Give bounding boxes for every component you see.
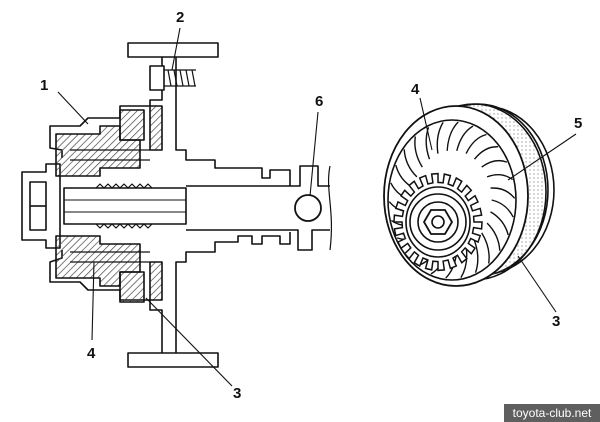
helical-tooth — [481, 159, 508, 168]
helical-tooth — [456, 125, 474, 151]
helical-tooth — [486, 222, 501, 251]
leader-2 — [171, 27, 181, 71]
callout-3-right: 3 — [552, 313, 561, 330]
leader-4-left — [91, 261, 95, 341]
helical-tooth — [414, 136, 423, 168]
helical-tooth — [491, 199, 514, 218]
check-ball — [294, 194, 322, 222]
helical-tooth — [473, 240, 479, 273]
housing-lower — [49, 232, 291, 353]
center-shaft — [63, 187, 187, 225]
callout-5: 5 — [574, 115, 583, 132]
leader-6 — [309, 111, 319, 197]
callout-2: 2 — [176, 9, 185, 26]
upper-flange — [127, 42, 219, 58]
shaft-thread-upper — [95, 183, 153, 189]
shaft-extension — [186, 165, 330, 251]
helical-tooth — [403, 149, 418, 178]
housing-upper — [49, 57, 291, 186]
helical-tooth — [436, 122, 444, 154]
lower-flange — [127, 352, 219, 368]
helical-tooth — [490, 211, 509, 236]
callout-4-right: 4 — [411, 81, 420, 98]
helical-tooth — [490, 187, 516, 199]
helical-tooth — [465, 133, 487, 154]
leader-3-right — [517, 255, 557, 313]
site-watermark: toyota-club.net — [504, 404, 600, 422]
gear-assembly-drawing — [383, 97, 577, 313]
callout-6: 6 — [315, 93, 324, 110]
leader-1 — [57, 91, 89, 125]
leader-4-right — [419, 97, 433, 151]
helical-tooth — [446, 121, 459, 151]
helical-tooth — [481, 232, 490, 264]
leader-3-left — [145, 297, 233, 387]
callout-3-left: 3 — [233, 385, 242, 402]
leader-5 — [507, 133, 577, 181]
cross-section-drawing — [21, 27, 333, 387]
shaft-thread-lower — [95, 223, 153, 229]
callout-1: 1 — [40, 77, 49, 94]
screw-thread — [164, 69, 196, 87]
callout-4-left: 4 — [87, 345, 96, 362]
screw-head — [149, 65, 165, 91]
helical-tooth — [473, 146, 499, 160]
